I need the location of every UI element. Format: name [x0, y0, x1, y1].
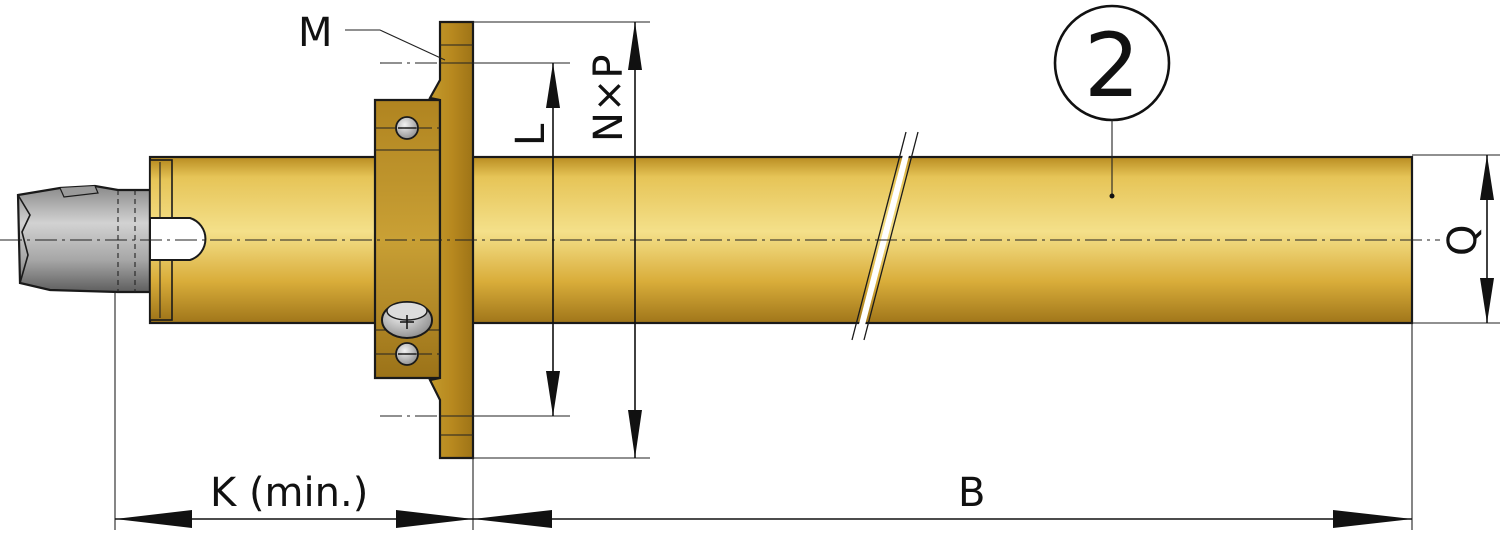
label-K: K (min.)	[210, 470, 368, 516]
callout-number: 2	[1084, 14, 1140, 117]
label-Q: Q	[1440, 225, 1486, 256]
break-line	[855, 131, 915, 341]
label-L: L	[508, 123, 554, 146]
dimension-Q: Q	[1412, 154, 1500, 324]
dimension-M: M	[298, 10, 446, 61]
label-NxP: N×P	[586, 54, 632, 142]
dimension-K: K (min.)	[114, 292, 474, 530]
part-callout: 2	[1053, 4, 1171, 199]
label-B: B	[958, 470, 985, 516]
label-M: M	[298, 10, 333, 56]
dimension-L: L	[473, 62, 570, 417]
grease-nipple-icon	[381, 301, 433, 339]
dimension-NxP: N×P	[473, 21, 650, 459]
propeller-shaft	[16, 184, 152, 294]
keyway-slot	[149, 217, 207, 261]
stern-tube-body	[148, 131, 1414, 341]
dimension-B: B	[473, 323, 1413, 530]
